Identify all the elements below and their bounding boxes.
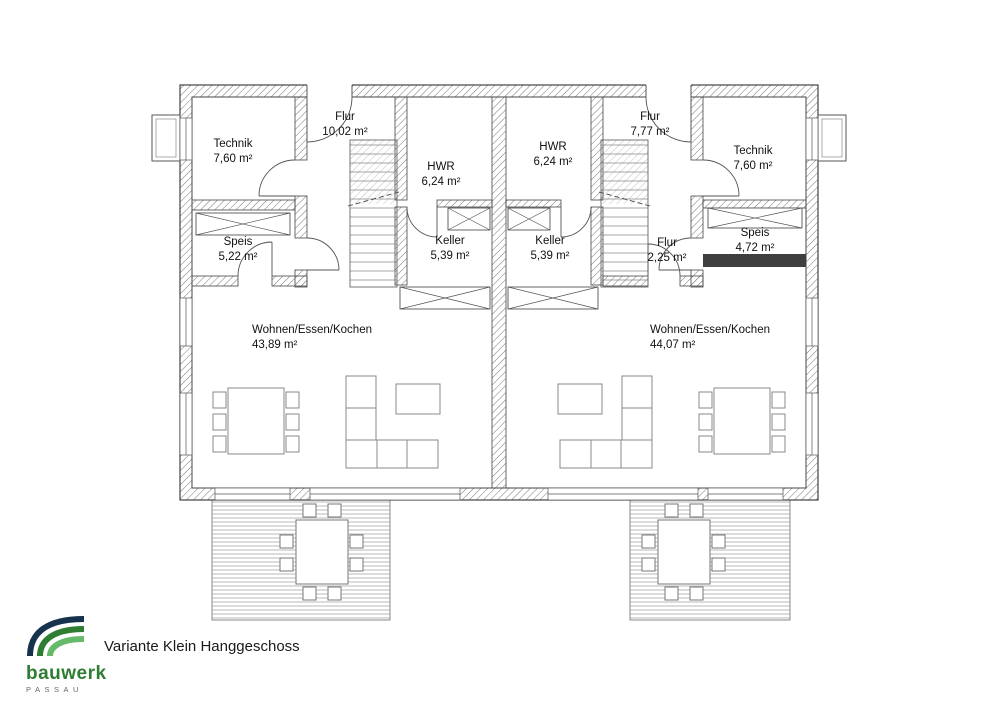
furniture-left: [212, 375, 441, 469]
bauwerk-logo: bauwerk PASSAU: [26, 616, 106, 694]
stairs-right: [598, 139, 651, 288]
bauwerk-swoosh-icon: [27, 616, 85, 657]
coffee-table-right: [557, 383, 603, 415]
light-shaft-right: [817, 114, 847, 162]
plan-caption: Variante Klein Hanggeschoss: [104, 638, 300, 655]
stairs-left: [347, 139, 400, 288]
dining-table-right: [713, 387, 771, 455]
terrace-table-group-right: [641, 503, 726, 601]
coffee-table-left: [395, 383, 441, 415]
light-shaft-left: [151, 114, 181, 162]
dining-table-left: [227, 387, 285, 455]
logo-city-text: PASSAU: [26, 685, 83, 694]
terrace-left: [211, 499, 391, 621]
retaining-wall-right: [703, 254, 806, 267]
terrace-right: [629, 499, 791, 621]
windows: [179, 84, 819, 501]
logo-brand-text: bauwerk: [26, 663, 107, 684]
doors: [237, 96, 740, 277]
furniture-right: [557, 375, 786, 469]
terrace-table-group-left: [279, 503, 364, 601]
shaft-boxes: [195, 207, 803, 310]
party-wall: [491, 96, 507, 489]
